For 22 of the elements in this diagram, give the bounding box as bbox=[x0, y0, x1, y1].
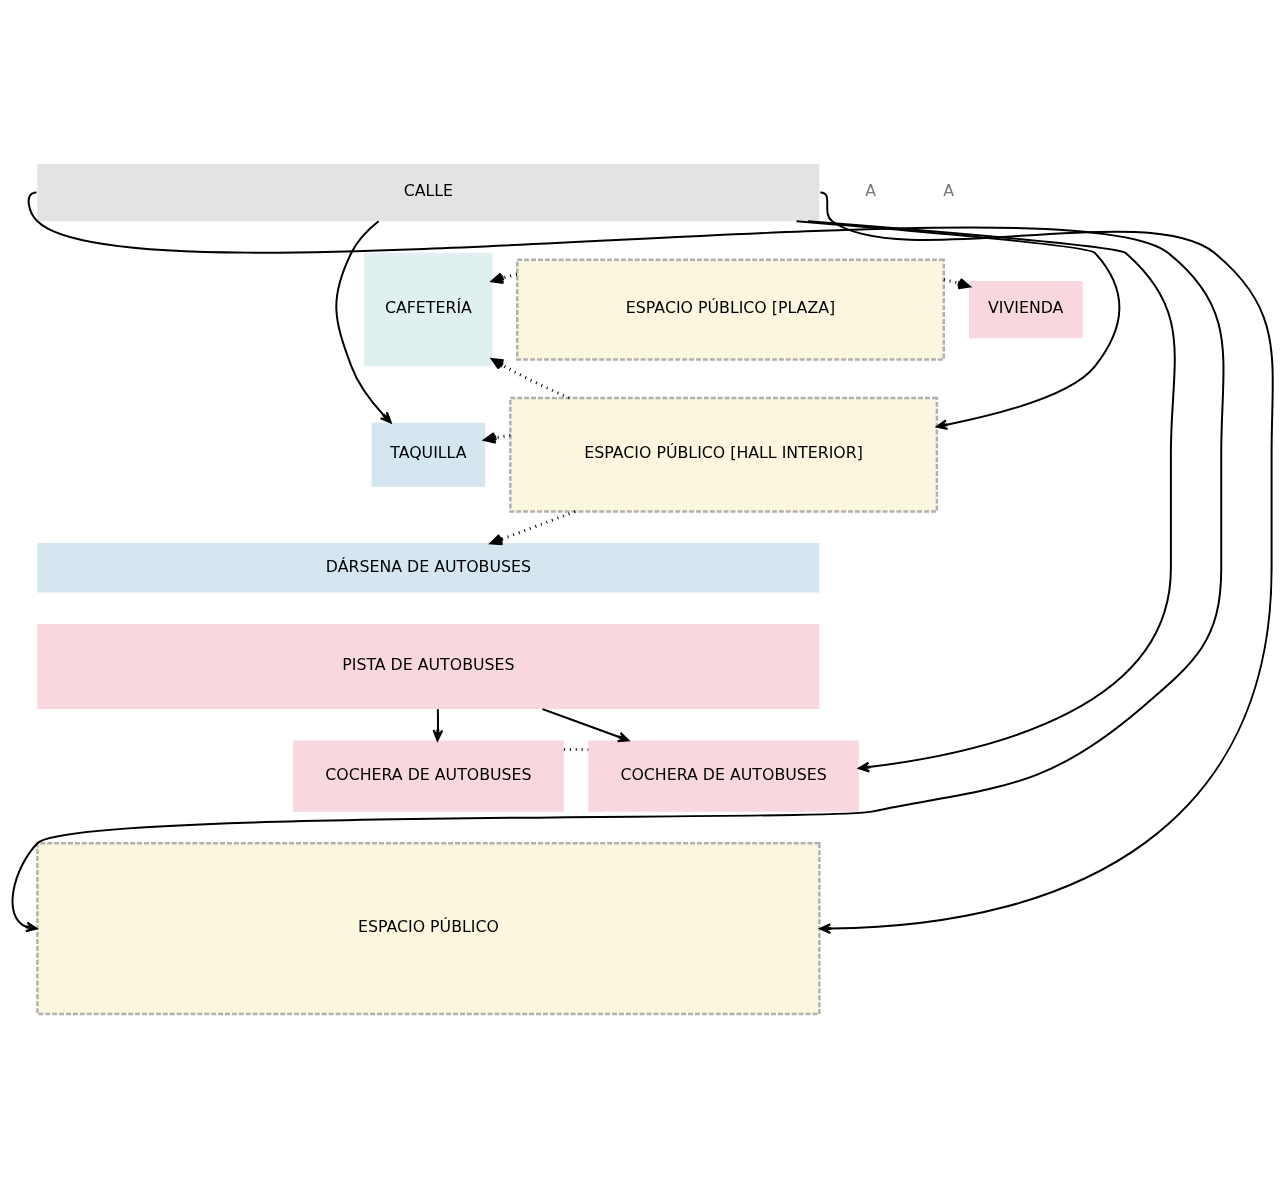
arrow bbox=[490, 509, 576, 545]
label: A bbox=[865, 180, 877, 200]
arrow bbox=[541, 707, 630, 742]
node-box: ESPACIO PÚBLICO [HALL INTERIOR] bbox=[509, 396, 939, 513]
node-box: CALLE bbox=[37, 163, 820, 221]
arrow bbox=[432, 707, 444, 741]
arrow bbox=[795, 219, 1121, 430]
node-box: VIVIENDA bbox=[968, 280, 1083, 338]
node-box: COCHERA DE AUTOBUSES bbox=[588, 740, 859, 812]
node-box: PISTA DE AUTOBUSES bbox=[37, 623, 820, 709]
node-box: TAQUILLA bbox=[371, 422, 486, 487]
label: A bbox=[943, 180, 955, 200]
arrow bbox=[819, 191, 1274, 934]
node-box: ESPACIO PÚBLICO bbox=[36, 841, 821, 1015]
node-box: CAFETERÍA bbox=[364, 252, 493, 366]
node-box: ESPACIO PÚBLICO [PLAZA] bbox=[516, 258, 946, 361]
arrow bbox=[335, 219, 392, 423]
arrow bbox=[11, 191, 1225, 932]
arrow bbox=[491, 357, 570, 399]
node-box: DÁRSENA DE AUTOBUSES bbox=[37, 542, 820, 592]
arrow bbox=[807, 219, 1176, 772]
node-box: COCHERA DE AUTOBUSES bbox=[293, 740, 564, 812]
